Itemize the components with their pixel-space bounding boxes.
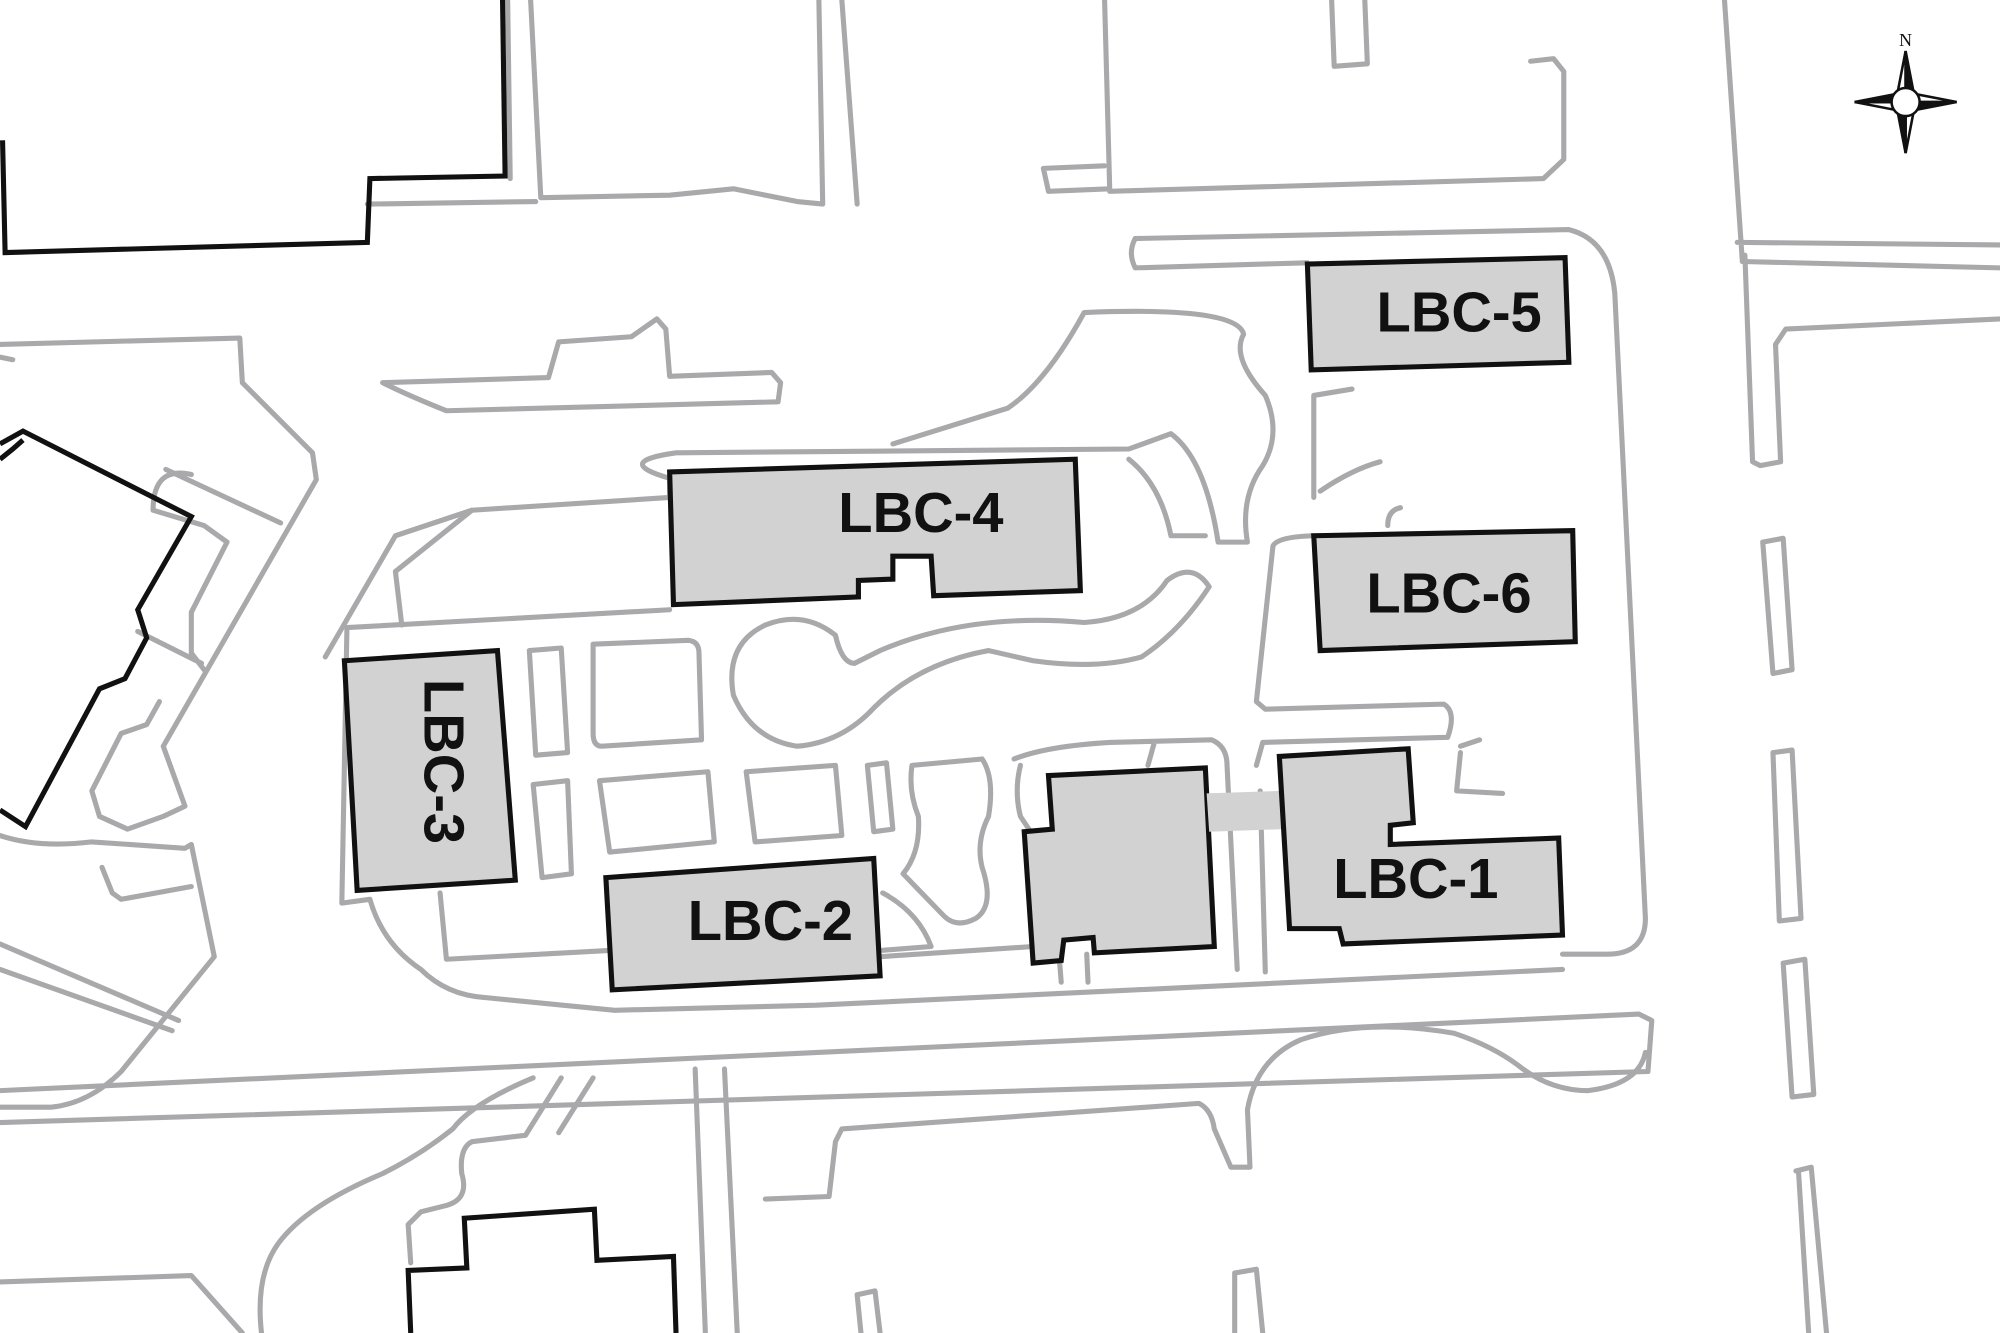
label-lbc-2: LBC-2 <box>688 889 853 952</box>
building-central[interactable] <box>1021 765 1217 966</box>
building-lbc-4[interactable] <box>667 456 1084 608</box>
building-lbc-5[interactable] <box>1304 255 1572 373</box>
building-lbc-1[interactable] <box>1276 746 1566 947</box>
label-lbc-6: LBC-6 <box>1366 561 1531 624</box>
compass-icon <box>1854 50 1957 154</box>
label-lbc-5: LBC-5 <box>1377 281 1542 344</box>
label-lbc-1: LBC-1 <box>1333 847 1498 910</box>
building-lbc-2[interactable] <box>603 855 883 993</box>
buildings <box>341 255 1578 993</box>
neighbor-building-outlines <box>0 0 679 1333</box>
label-lbc-4: LBC-4 <box>838 481 1003 544</box>
label-lbc-3: LBC-3 <box>413 679 476 844</box>
building-labels: LBC-4 LBC-5 LBC-6 LBC-1 LBC-2 LBC-3 <box>413 281 1542 952</box>
compass-rose: N <box>1854 30 1957 154</box>
north-label: N <box>1899 30 1912 50</box>
connector-walkway <box>1206 790 1284 832</box>
building-lbc-3[interactable] <box>341 647 519 894</box>
building-lbc-6[interactable] <box>1311 528 1578 654</box>
